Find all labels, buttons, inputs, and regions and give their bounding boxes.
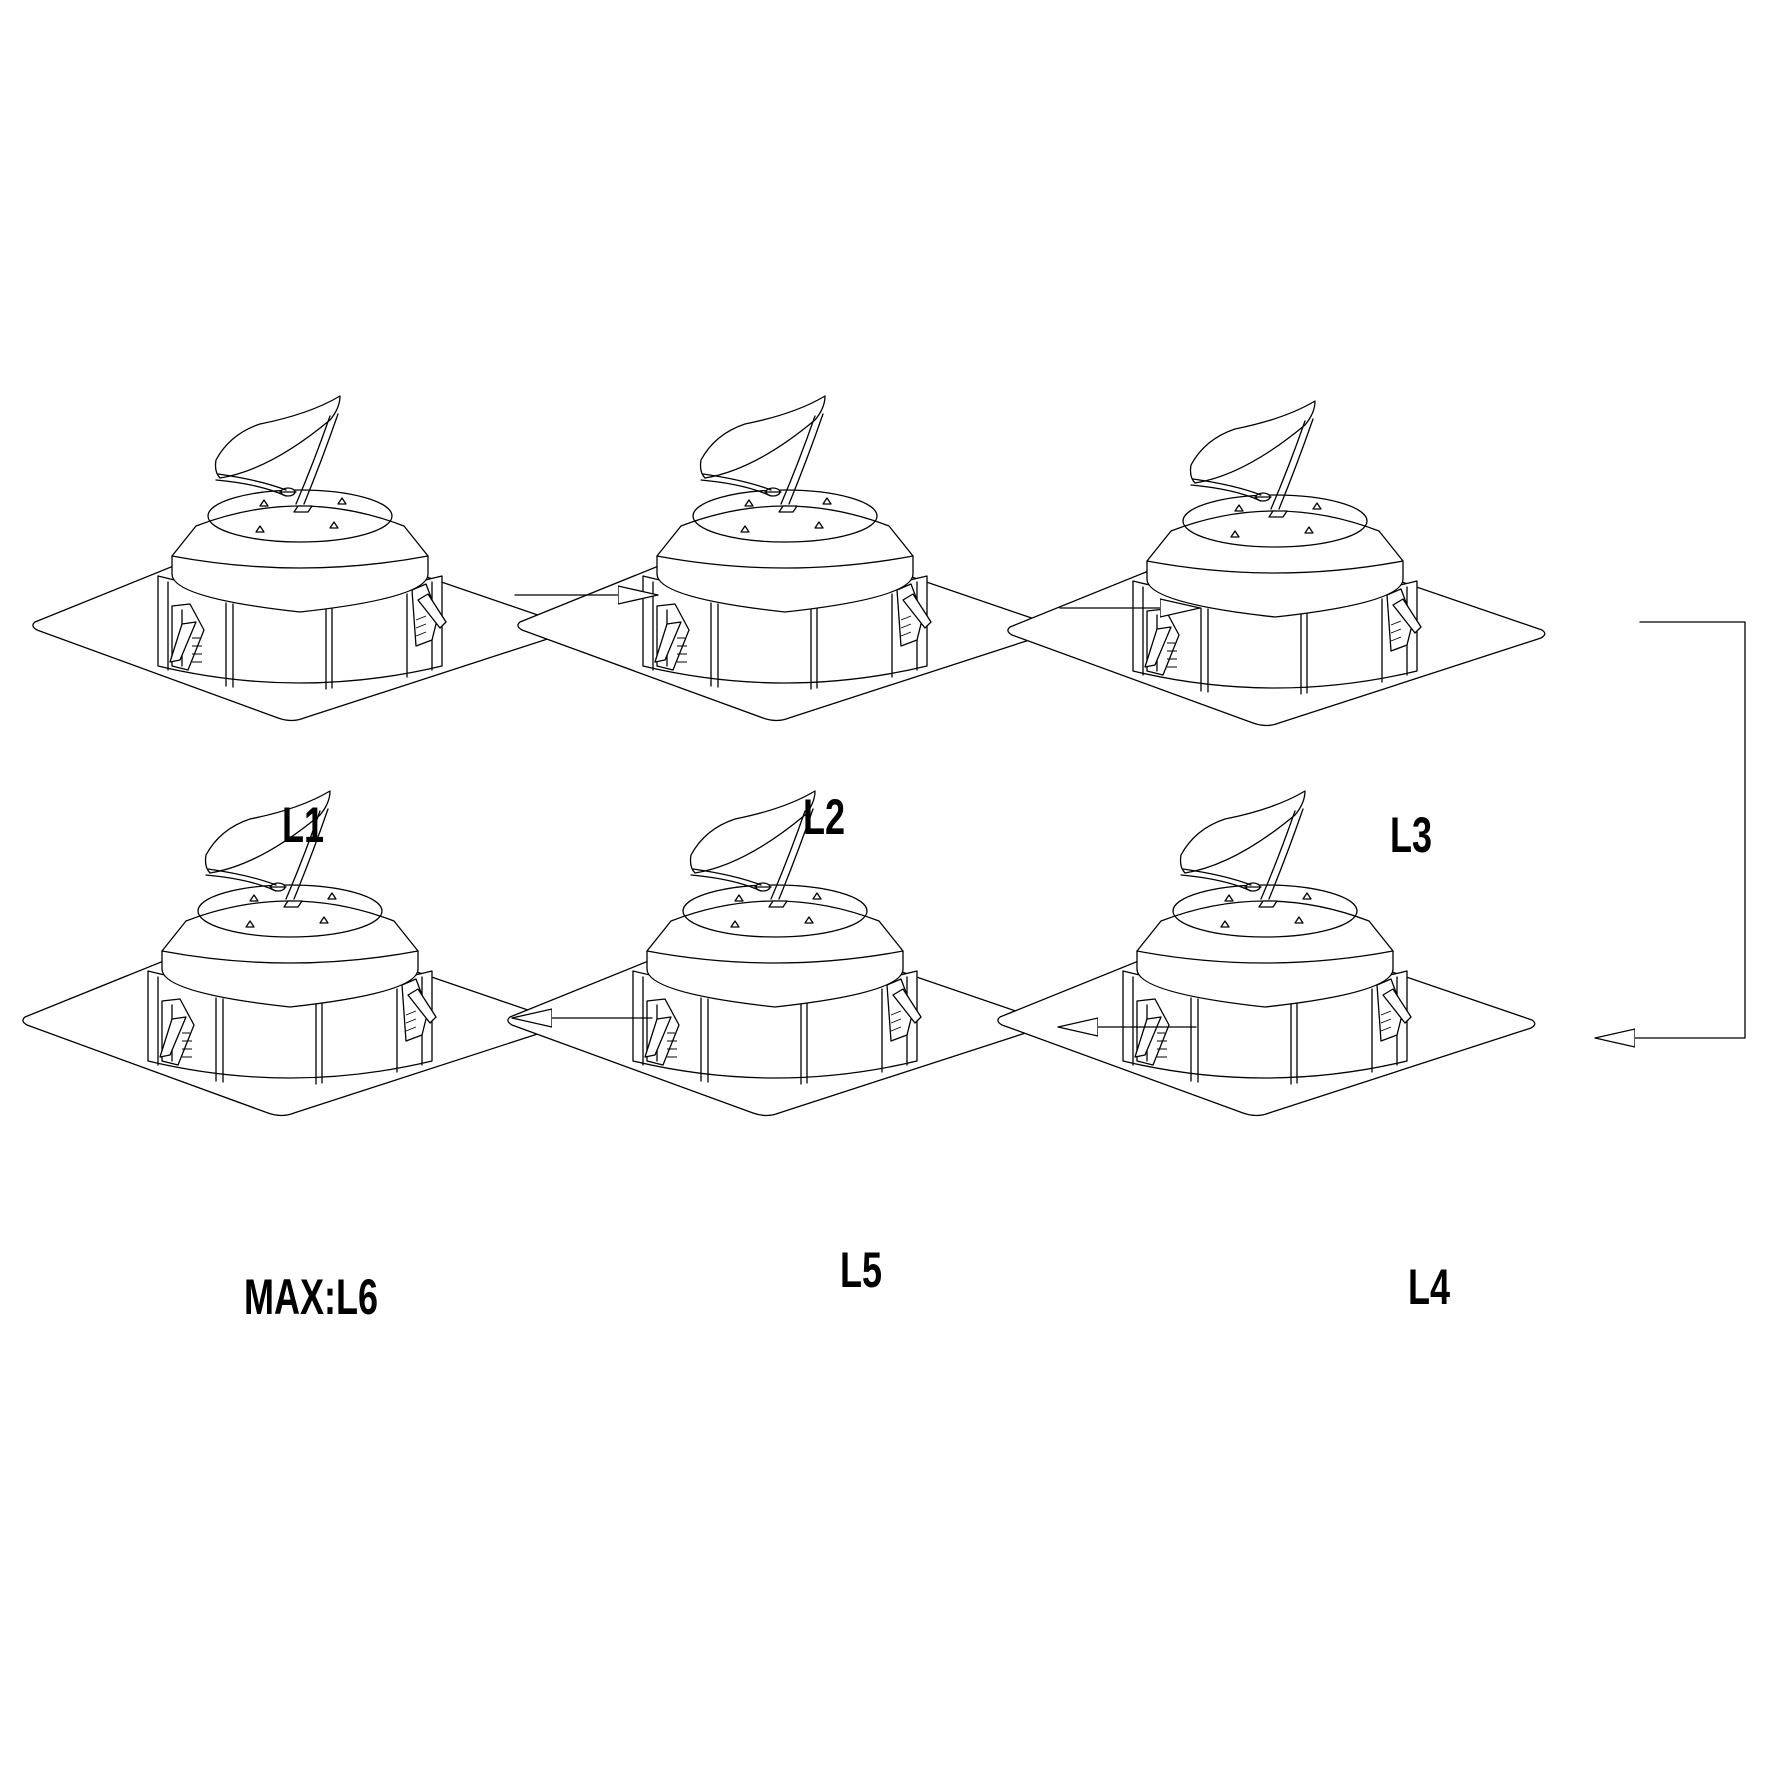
step-label-l3: L3	[1390, 807, 1433, 863]
step-label-l4: L4	[1408, 1259, 1451, 1315]
downlight-unit-l3	[1007, 400, 1546, 727]
step-label-l5: L5	[840, 1242, 883, 1298]
step-label-l1: L1	[282, 797, 325, 853]
downlight-unit-l1	[32, 395, 571, 722]
downlight-unit-l4	[997, 790, 1536, 1117]
downlight-unit-l2	[517, 395, 1056, 722]
step-label-l6: MAX:L6	[244, 1269, 378, 1325]
downlight-unit-l5	[507, 790, 1046, 1117]
arrow-l3-to-l4	[1594, 621, 1746, 1038]
step-label-l2: L2	[803, 789, 846, 845]
